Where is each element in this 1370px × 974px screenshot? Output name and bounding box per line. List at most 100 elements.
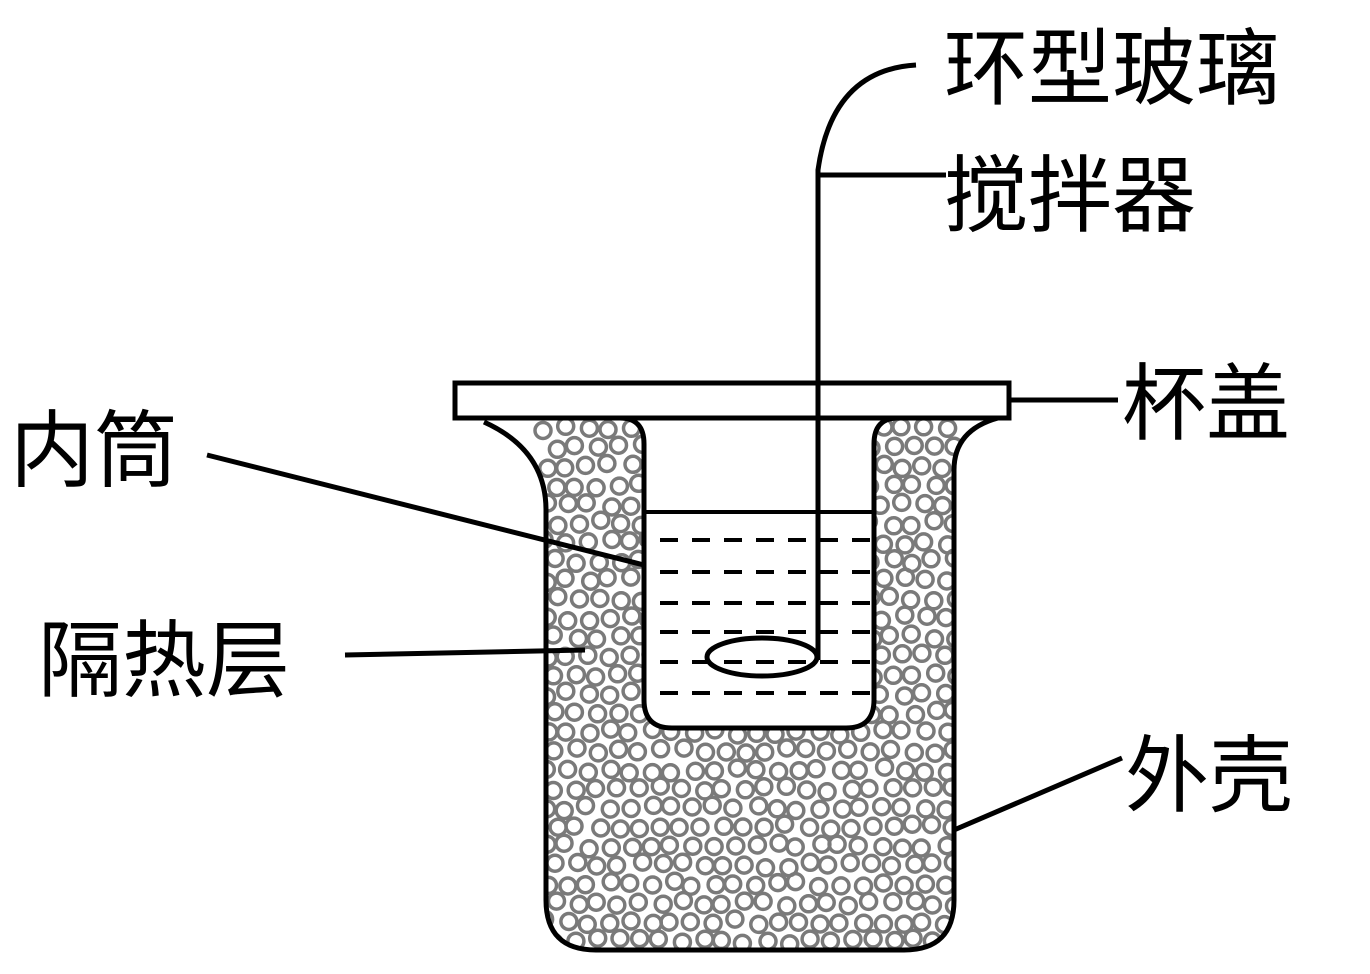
bead [817, 855, 838, 875]
bead [569, 589, 590, 609]
bead [922, 895, 943, 915]
stirrer-rod [815, 62, 917, 660]
bead [704, 836, 724, 857]
bead [753, 891, 773, 912]
bead [713, 704, 734, 724]
bead [911, 912, 932, 932]
bead [650, 739, 671, 759]
bead [568, 628, 589, 649]
bead [779, 934, 800, 950]
inner-cylinder [619, 415, 899, 731]
bead [568, 852, 588, 873]
bead [650, 776, 671, 796]
bead [690, 817, 710, 837]
bead [555, 722, 576, 742]
bead [726, 418, 746, 438]
bead [607, 895, 627, 915]
bead [609, 703, 629, 724]
bead [883, 665, 904, 686]
bead [672, 852, 693, 872]
bead [672, 705, 692, 725]
bead [548, 515, 568, 536]
bead [696, 704, 716, 724]
bead [726, 836, 746, 856]
bead [643, 570, 663, 591]
bead [905, 704, 926, 725]
bead [566, 664, 587, 685]
bead [852, 454, 872, 475]
bead [831, 491, 852, 511]
bead [901, 515, 921, 536]
bead [892, 458, 912, 479]
bead [716, 742, 737, 762]
bead [921, 549, 941, 569]
bead [796, 780, 817, 800]
bead [921, 814, 942, 835]
bead [591, 510, 611, 530]
bead [754, 776, 774, 797]
bead [768, 761, 789, 782]
bead [790, 419, 811, 439]
bead [946, 933, 967, 950]
bead [786, 800, 806, 821]
bead [599, 647, 619, 668]
bead [598, 419, 618, 440]
bead [703, 913, 723, 934]
bead [879, 625, 900, 646]
bead [816, 892, 836, 913]
bead [799, 701, 819, 722]
bead [601, 759, 621, 780]
bead [585, 667, 606, 687]
leader-inner-cylinder [206, 452, 645, 568]
bead [894, 875, 914, 896]
bead [831, 876, 851, 896]
bead [653, 548, 673, 569]
bead [599, 685, 620, 705]
label-outer-shell: 外壳 [1125, 727, 1293, 825]
bead [674, 738, 694, 758]
bead [669, 817, 689, 838]
bead [859, 778, 879, 799]
bead [609, 476, 630, 496]
bead [712, 855, 733, 876]
bead [597, 567, 617, 588]
bead [642, 875, 663, 895]
bead [681, 458, 701, 479]
bead [577, 914, 597, 935]
bead [863, 816, 883, 837]
bead [774, 814, 795, 834]
bead [777, 435, 798, 456]
bead [575, 874, 596, 895]
bead [883, 891, 903, 912]
bead [608, 435, 629, 455]
bead [586, 892, 606, 912]
bead [590, 588, 610, 609]
bead [566, 780, 586, 800]
bead [819, 549, 840, 570]
bead [901, 665, 922, 685]
bead [669, 510, 690, 531]
bead [840, 853, 860, 873]
bead [681, 876, 701, 896]
bead [575, 795, 596, 816]
bead [745, 875, 766, 896]
bead [831, 456, 852, 476]
bead [578, 645, 598, 666]
bead [841, 818, 861, 839]
bead [904, 742, 925, 763]
bead [775, 512, 796, 533]
bead [891, 720, 911, 740]
bead [601, 872, 621, 892]
bead [587, 928, 608, 948]
bead [608, 739, 629, 760]
bead [650, 436, 670, 456]
bead [808, 876, 829, 897]
bead [714, 816, 734, 837]
bead [714, 550, 734, 571]
bead [732, 933, 753, 950]
bead [660, 796, 681, 816]
bead [558, 493, 579, 514]
bead [611, 590, 631, 611]
bead [578, 762, 599, 783]
